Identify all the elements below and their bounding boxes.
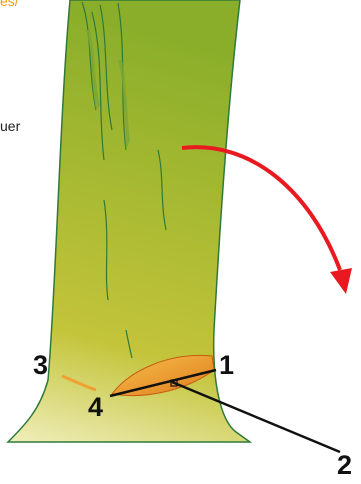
callout-3: 3 [33, 352, 48, 379]
callout-2: 2 [337, 452, 352, 479]
callout-4: 4 [88, 394, 103, 421]
callout-1: 1 [219, 352, 234, 379]
